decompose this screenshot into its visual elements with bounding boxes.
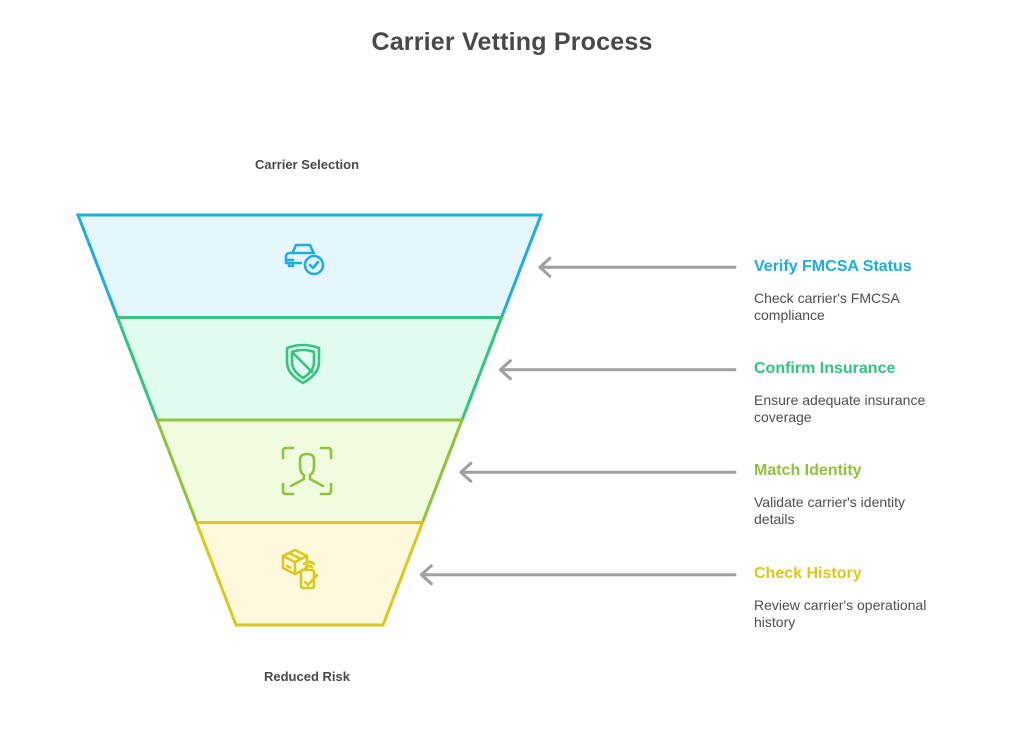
step-description: Ensure adequate insurance coverage: [754, 392, 926, 425]
step-title: Check History: [754, 565, 862, 582]
step-title: Verify FMCSA Status: [754, 258, 912, 275]
step-check-history: Check History Review carrier's operation…: [754, 564, 984, 631]
step-title: Match Identity: [754, 462, 862, 479]
funnel-layer-history: [194, 521, 425, 627]
step-description: Review carrier's operational history: [754, 597, 927, 630]
step-description: Validate carrier's identity details: [754, 494, 906, 527]
step-title: Confirm Insurance: [754, 360, 896, 377]
funnel-layer-identity: [154, 418, 465, 524]
shield-icon: [285, 343, 321, 385]
funnel-bottom-label: Reduced Risk: [264, 669, 350, 684]
funnel-top-label: Carrier Selection: [254, 157, 360, 172]
step-description: Check carrier's FMCSA compliance: [754, 290, 900, 323]
arrow-left-icon: [459, 461, 737, 483]
arrow-left-icon: [538, 256, 737, 278]
step-verify-fmcsa: Verify FMCSA Status Check carrier's FMCS…: [754, 257, 984, 324]
arrow-left-icon: [498, 359, 737, 381]
arrow-left-icon: [419, 564, 737, 586]
car-check-icon: [284, 243, 325, 276]
diagram-title: Carrier Vetting Process: [371, 28, 653, 56]
package-device-check-icon: [281, 548, 319, 590]
step-match-identity: Match Identity Validate carrier's identi…: [754, 461, 984, 528]
face-scan-user-icon: [281, 446, 333, 496]
step-confirm-insurance: Confirm Insurance Ensure adequate insura…: [754, 359, 984, 426]
